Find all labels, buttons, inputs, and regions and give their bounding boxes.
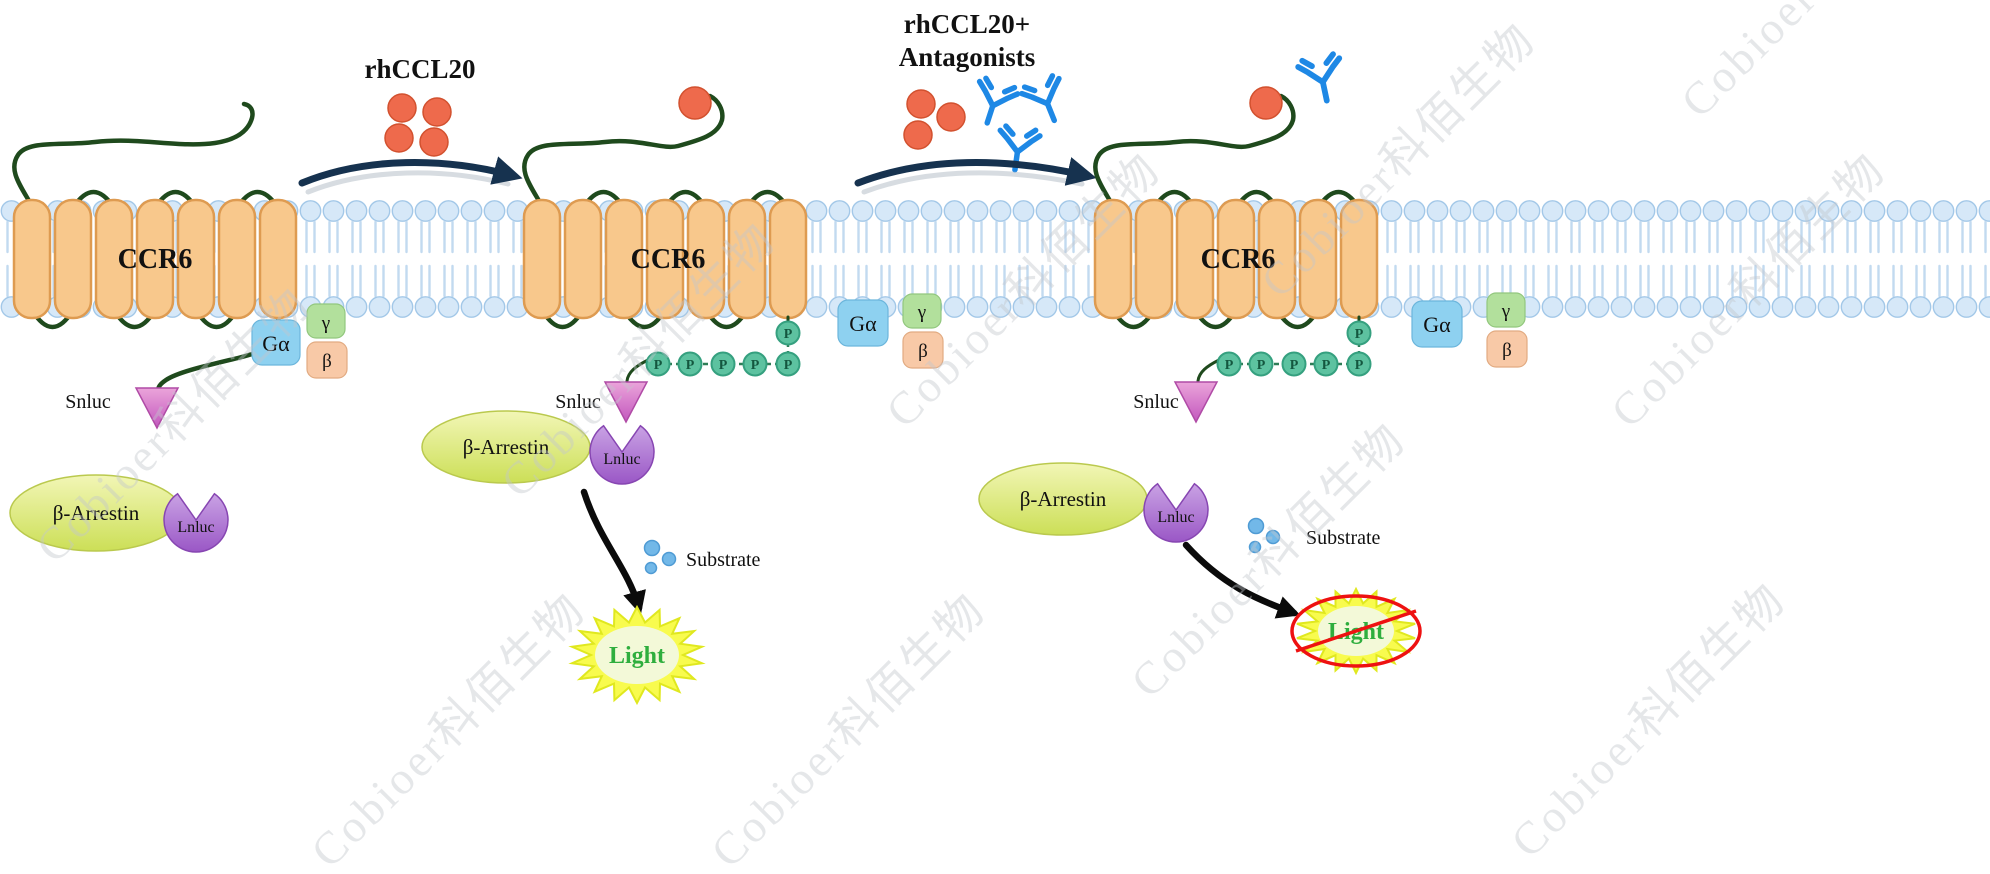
- antibody-icon: [1020, 74, 1073, 128]
- phospho-label: P: [1322, 358, 1331, 373]
- receptor-label-panel2: CCR6: [631, 244, 706, 275]
- beta-arrestin-label-panel3: β-Arrestin: [1020, 487, 1107, 511]
- rhccl20-ligand: [903, 120, 933, 150]
- rhccl20-ligand: [936, 102, 966, 132]
- n-terminus-panel2: [522, 93, 725, 209]
- snluc-tag-panel1: [134, 387, 180, 430]
- rhccl20-ligand: [906, 89, 936, 119]
- signal-arrow-panel2: [580, 488, 646, 615]
- substrate-label-panel2: Substrate: [686, 549, 761, 571]
- transition1-arrow-shadow: [305, 170, 511, 195]
- light-burst-inner-panel2: [595, 626, 679, 684]
- lnluc-label-panel2: Lnluc: [603, 451, 640, 468]
- lnluc-fragment-panel1: [163, 492, 229, 553]
- phospho-label: P: [1257, 358, 1266, 373]
- lipid-bilayer-membrane: [0, 197, 1990, 321]
- g-alpha-label-panel1: Gα: [262, 331, 290, 356]
- g-alpha-subunit-panel3: [1411, 300, 1463, 348]
- transition1-label: rhCCL20: [364, 54, 475, 84]
- bound-rhccl20-ligand-panel2: [678, 86, 712, 120]
- g-alpha-label-panel2: Gα: [849, 311, 877, 336]
- bound-rhccl20-ligand-panel3: [1249, 86, 1283, 120]
- phospho-label: P: [784, 358, 793, 373]
- phospho-sites-panel3: P P P P P P: [1216, 320, 1372, 377]
- g-alpha-subunit-panel2: [837, 299, 889, 347]
- receptor-label-panel1: CCR6: [118, 244, 193, 275]
- gamma-label-panel1: γ: [321, 313, 330, 334]
- phospho-label: P: [1355, 358, 1364, 373]
- g-alpha-label-panel3: Gα: [1423, 312, 1451, 337]
- g-beta-label-panel3: β: [1502, 340, 1512, 361]
- transition2-arrow: [854, 157, 1097, 187]
- n-terminus-panel3: [1093, 93, 1296, 209]
- transition2-label-line2: Antagonists: [899, 42, 1036, 72]
- phospho-label: P: [784, 327, 793, 342]
- phospho-label: P: [686, 358, 695, 373]
- gamma-subunit-panel1: [306, 303, 346, 339]
- snluc-tag-panel2: [603, 381, 649, 424]
- signal-arrow-panel3: [1182, 541, 1301, 619]
- snluc-label-panel1: Snluc: [65, 391, 111, 413]
- g-beta-subunit-panel2: [902, 331, 944, 369]
- snluc-label-panel3: Snluc: [1133, 391, 1179, 413]
- lnluc-fragment-panel3: [1143, 482, 1209, 543]
- c-tail-to-snluc-panel3: [1196, 358, 1221, 383]
- transition2-label-line1: rhCCL20+: [904, 9, 1030, 39]
- snluc-tag-panel3: [1173, 381, 1219, 424]
- no-symbol-slash: [1295, 609, 1417, 653]
- rhccl20-ligand: [387, 93, 417, 123]
- watermark-text: Cobioer科佰生物: [1501, 573, 1795, 867]
- phospho-sites-panel2: P P P P P P: [645, 320, 801, 377]
- phospho-label: P: [654, 358, 663, 373]
- substrate-dots-panel2: [643, 539, 677, 575]
- gamma-subunit-panel2: [902, 293, 942, 329]
- beta-arrestin-label-panel1: β-Arrestin: [53, 501, 140, 525]
- antibody-icon: [968, 77, 1019, 129]
- substrate-dots-panel3: [1247, 517, 1281, 554]
- g-beta-label-panel1: β: [322, 351, 332, 372]
- watermark-text: Cobioer科佰生物: [301, 583, 595, 874]
- phospho-label: P: [1355, 327, 1364, 342]
- receptor-label-panel3: CCR6: [1201, 244, 1276, 275]
- phospho-label: P: [751, 358, 760, 373]
- n-terminus-panel1: [12, 101, 255, 209]
- transition2-arrow-shadow: [861, 170, 1085, 195]
- substrate-label-panel3: Substrate: [1306, 527, 1381, 549]
- gamma-subunit-panel3: [1486, 292, 1526, 328]
- gamma-label-panel3: γ: [1501, 301, 1510, 322]
- watermark-text: Cobioer科佰生物: [701, 583, 995, 874]
- beta-arrestin-label-panel2: β-Arrestin: [463, 435, 550, 459]
- g-alpha-subunit-panel1: [251, 319, 301, 366]
- rhccl20-ligand: [419, 127, 449, 157]
- lnluc-fragment-panel2: [589, 424, 655, 485]
- watermark-text: Cobioer科佰生物: [1671, 0, 1965, 127]
- phospho-label: P: [1225, 358, 1234, 373]
- rhccl20-ligand: [422, 97, 452, 127]
- phospho-label: P: [1290, 358, 1299, 373]
- lnluc-label-panel3: Lnluc: [1157, 509, 1194, 526]
- g-beta-subunit-panel3: [1486, 330, 1528, 368]
- rhccl20-ligand: [384, 123, 414, 153]
- lnluc-label-panel1: Lnluc: [177, 519, 214, 536]
- g-beta-label-panel2: β: [918, 341, 928, 362]
- transition1-arrow: [298, 156, 523, 187]
- antibody-icon: [1297, 53, 1347, 105]
- snluc-label-panel2: Snluc: [555, 391, 601, 413]
- watermark-layer: Cobioer科佰生物 Cobioer科佰生物 Cobioer科佰生物 Cobi…: [26, 0, 1965, 874]
- gamma-label-panel2: γ: [917, 302, 926, 323]
- phospho-label: P: [719, 358, 728, 373]
- no-symbol-ellipse: [1290, 594, 1422, 668]
- light-label-panel2: Light: [609, 643, 665, 669]
- g-beta-subunit-panel1: [306, 341, 348, 379]
- c-tail-to-snluc-panel2: [625, 358, 650, 383]
